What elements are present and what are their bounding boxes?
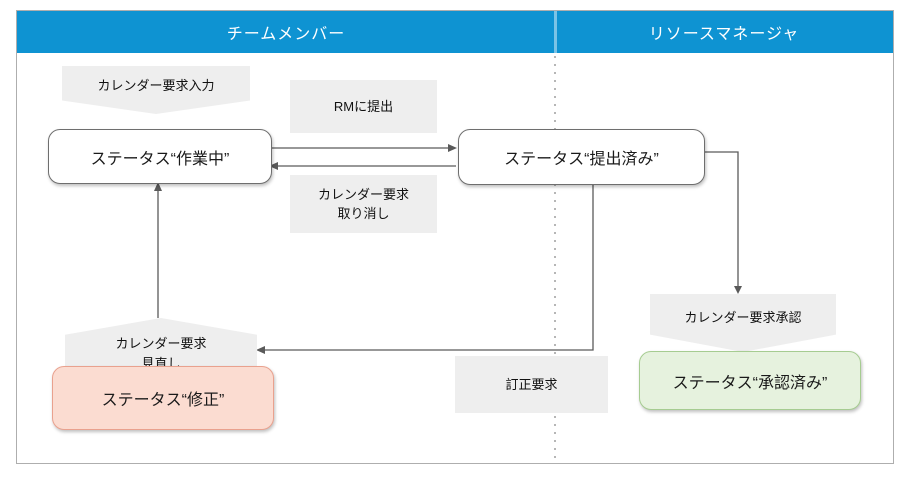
action-calendar-request-cancel: カレンダー要求 取り消し xyxy=(290,175,437,233)
lane-header-bar: チームメンバー リソースマネージャ xyxy=(17,11,893,53)
lane-title-team-member: チームメンバー xyxy=(226,26,346,43)
state-approved-label: ステータス“承認済み” xyxy=(672,374,828,392)
state-node-approved: ステータス“承認済み” xyxy=(639,351,861,410)
action-submit-to-rm: RMに提出 xyxy=(290,80,437,133)
action-correction-request-text: 訂正要求 xyxy=(505,376,558,392)
action-cancel-line1: カレンダー要求 xyxy=(317,186,409,202)
state-submitted-label: ステータス“提出済み” xyxy=(504,151,659,168)
action-approve-text: カレンダー要求承認 xyxy=(684,310,802,325)
state-revision-label: ステータス“修正” xyxy=(101,392,225,409)
action-cancel-line2: 取り消し xyxy=(337,206,390,221)
action-correction-request: 訂正要求 xyxy=(455,356,608,413)
state-working-label: ステータス“作業中” xyxy=(90,150,230,168)
lane-title-resource-manager: リソースマネージャ xyxy=(648,26,800,43)
lane-header-resource-manager: リソースマネージャ xyxy=(555,11,893,53)
lane-divider-seam xyxy=(554,11,557,53)
action-calendar-request-input-text: カレンダー要求入力 xyxy=(97,78,215,93)
lane-header-team-member: チームメンバー xyxy=(17,11,555,53)
state-node-submitted: ステータス“提出済み” xyxy=(458,129,705,185)
state-node-revision: ステータス“修正” xyxy=(52,366,274,430)
action-submit-to-rm-text: RMに提出 xyxy=(333,98,394,114)
state-node-working: ステータス“作業中” xyxy=(48,129,272,184)
action-review-line1: カレンダー要求 xyxy=(115,336,207,351)
